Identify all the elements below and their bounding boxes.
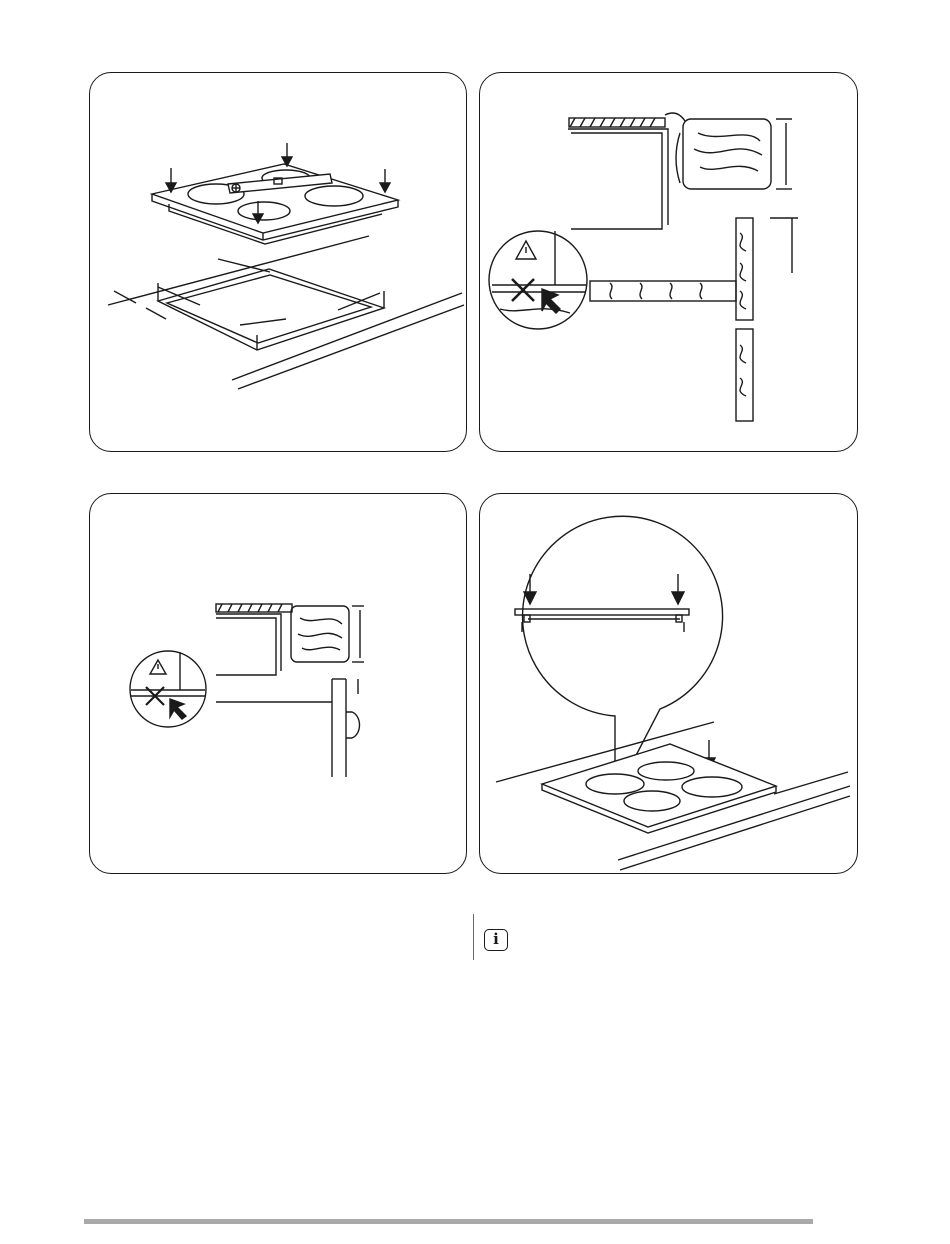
footer-rule: [84, 1219, 813, 1224]
note-divider: [473, 914, 474, 960]
worktop-section: [291, 606, 364, 662]
cabinet-wall: [216, 679, 360, 777]
warning-inset: [489, 231, 587, 329]
worktop-cutout: [108, 236, 464, 389]
figure-hob-fitting: [89, 72, 467, 452]
hob-edge: [216, 604, 292, 675]
cabinet-wall: [590, 218, 798, 421]
figure-worktop-gap: [479, 72, 858, 452]
figure-worktop-gap-oven: [89, 493, 467, 874]
hob-in-worktop: [496, 722, 850, 870]
hob-top-plate: [152, 164, 398, 244]
info-icon: i: [484, 929, 508, 951]
hob-edge: [568, 113, 685, 229]
warning-inset: [130, 651, 206, 727]
worktop-section: [676, 119, 792, 189]
figure-hob-press-down: [479, 493, 858, 874]
